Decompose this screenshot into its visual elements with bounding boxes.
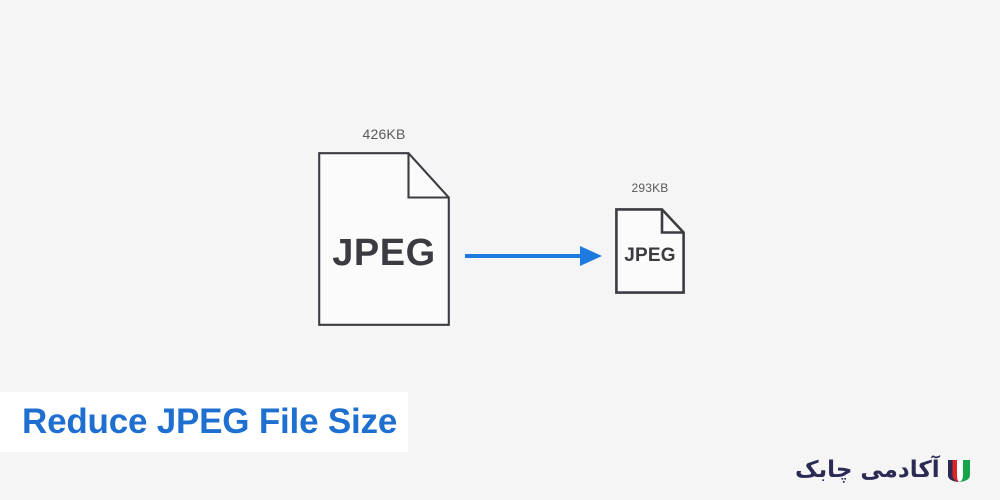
- document-page-folded-corner-icon: [318, 152, 450, 326]
- result-file-type-label: JPEG: [624, 245, 676, 266]
- page-title: Reduce JPEG File Size: [22, 402, 398, 441]
- source-file-icon: JPEG: [318, 152, 450, 326]
- title-banner: Reduce JPEG File Size: [0, 392, 408, 452]
- source-file-type-label: JPEG: [332, 232, 436, 274]
- brand-name: آکادمی چابک: [795, 456, 940, 483]
- arrow-right-icon: [465, 246, 602, 266]
- result-file-icon: JPEG: [615, 208, 685, 294]
- tricolor-flag-mark-icon: [946, 457, 972, 483]
- document-page-folded-corner-icon: [615, 208, 685, 294]
- brand-watermark: آکادمی چابک: [795, 450, 990, 490]
- source-file-size-label: 426KB: [362, 126, 406, 142]
- result-file-size-label: 293KB: [631, 181, 669, 195]
- conversion-arrow: [462, 243, 607, 269]
